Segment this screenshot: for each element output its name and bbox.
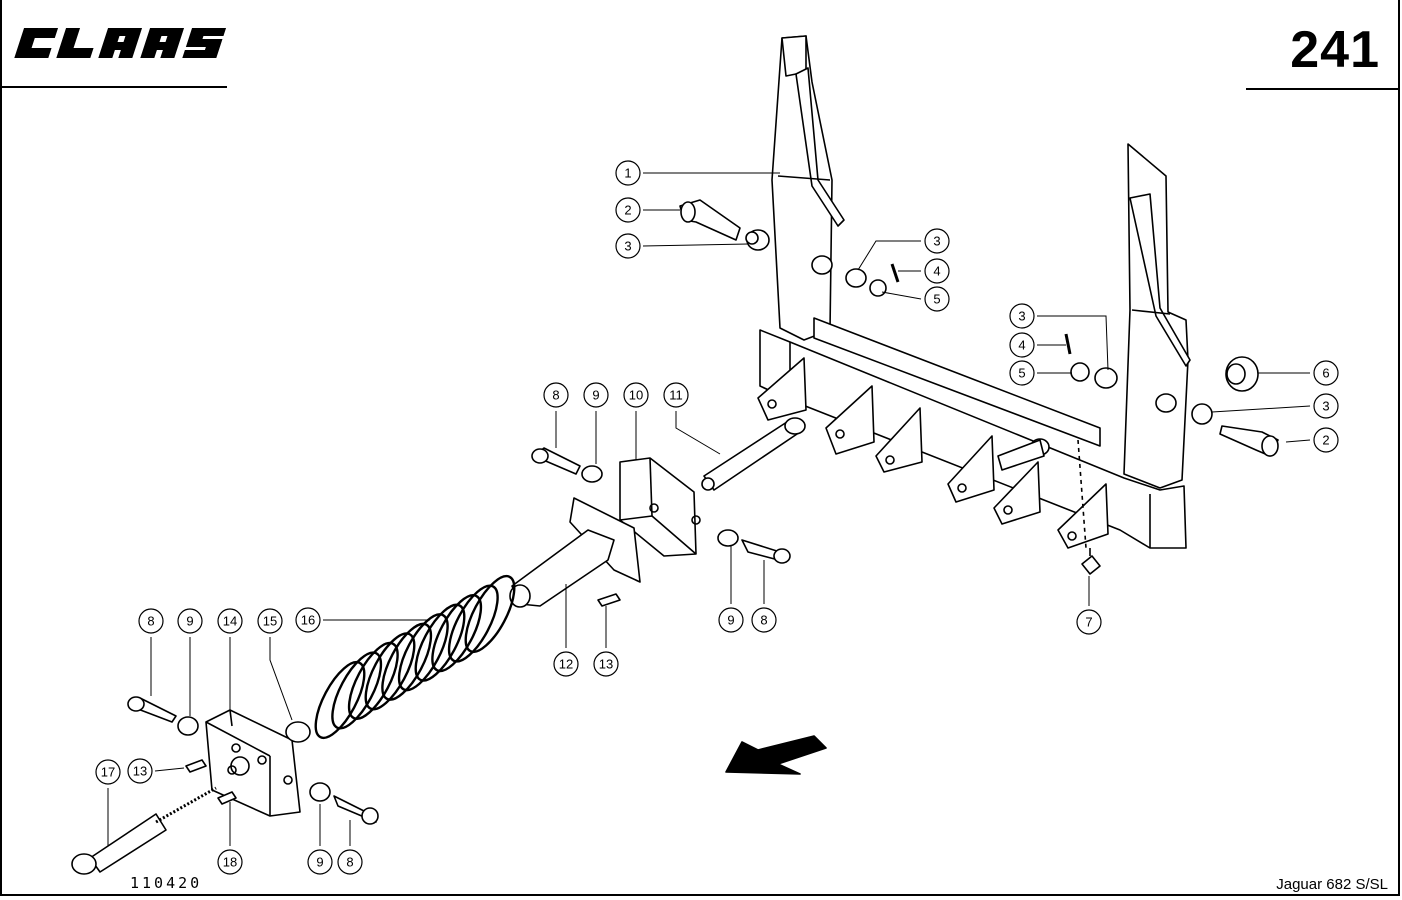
callout-7: 7 (1076, 609, 1102, 635)
callout-number: 3 (1018, 309, 1025, 324)
callout-number: 7 (1085, 615, 1092, 630)
callout-3: 3 (924, 228, 950, 254)
callout-number: 13 (133, 764, 147, 779)
callout-number: 8 (147, 614, 154, 629)
callout-1: 1 (615, 160, 641, 186)
callout-number: 2 (624, 203, 631, 218)
callout-14: 14 (217, 608, 243, 634)
callout-number: 3 (624, 239, 631, 254)
callout-number: 6 (1322, 366, 1329, 381)
travel-direction-arrow (725, 735, 827, 775)
callout-8: 8 (543, 382, 569, 408)
callout-15: 15 (257, 608, 283, 634)
callout-number: 12 (559, 657, 573, 672)
callout-5: 5 (1009, 360, 1035, 386)
callout-number: 15 (263, 614, 277, 629)
spring-coil (431, 594, 483, 673)
callout-3: 3 (1009, 303, 1035, 329)
right-pin-and-bush-drawing (1064, 333, 1279, 457)
spring-coil (397, 613, 449, 692)
callout-number: 16 (301, 613, 315, 628)
spring-guide-drawing (509, 497, 641, 608)
callout-3: 3 (1313, 393, 1339, 419)
drawing-number: 110420 (130, 874, 203, 892)
callout-number: 11 (669, 388, 683, 403)
callout-3: 3 (615, 233, 641, 259)
callout-number: 4 (1018, 338, 1025, 353)
spring-coil (464, 574, 516, 654)
spring-coil (347, 641, 399, 720)
callout-number: 9 (592, 388, 599, 403)
callout-number: 5 (1018, 366, 1025, 381)
spring-coil (414, 603, 466, 682)
callout-18: 18 (217, 849, 243, 875)
claas-logo (14, 28, 227, 58)
callout-number: 4 (933, 264, 940, 279)
lower-plate-drawing (71, 696, 379, 875)
callout-number: 9 (186, 614, 193, 629)
callout-9: 9 (177, 608, 203, 634)
callout-13: 13 (127, 758, 153, 784)
callout-2: 2 (1313, 427, 1339, 453)
callout-9: 9 (583, 382, 609, 408)
callout-8: 8 (138, 608, 164, 634)
callout-number: 3 (933, 234, 940, 249)
callout-number: 10 (629, 388, 643, 403)
callout-number: 8 (552, 388, 559, 403)
header-rule-right (1246, 88, 1398, 90)
callout-9: 9 (307, 849, 333, 875)
spring-coil (364, 632, 416, 711)
spring-coil (331, 651, 383, 730)
frame-assembly-drawing (757, 35, 1191, 575)
spring-coil (447, 584, 499, 663)
callout-number: 2 (1322, 433, 1329, 448)
callout-13: 13 (593, 651, 619, 677)
spring-coil (381, 622, 433, 701)
callout-17: 17 (95, 759, 121, 785)
compression-spring-drawing (314, 574, 516, 740)
callout-4: 4 (924, 258, 950, 284)
callout-4: 4 (1009, 332, 1035, 358)
tension-plate-drawing (531, 417, 806, 564)
callout-10: 10 (623, 382, 649, 408)
model-label: Jaguar 682 S/SL (1276, 876, 1388, 893)
callout-5: 5 (924, 286, 950, 312)
callout-number: 8 (346, 855, 353, 870)
callout-2: 2 (615, 197, 641, 223)
header-rule-left (2, 86, 227, 88)
page-number: 241 (1290, 21, 1380, 79)
callout-number: 9 (727, 613, 734, 628)
callout-11: 11 (663, 382, 689, 408)
callout-6: 6 (1313, 360, 1339, 386)
left-pin-and-bush-drawing (679, 199, 900, 297)
callout-number: 17 (101, 765, 115, 780)
callout-number: 3 (1322, 399, 1329, 414)
callout-16: 16 (295, 607, 321, 633)
callout-9: 9 (718, 607, 744, 633)
callout-number: 18 (223, 855, 237, 870)
callout-number: 14 (223, 614, 237, 629)
callout-leader-lines (107, 172, 1311, 846)
callout-number: 5 (933, 292, 940, 307)
callout-8: 8 (751, 607, 777, 633)
callout-number: 13 (599, 657, 613, 672)
callout-number: 1 (624, 166, 631, 181)
callout-8: 8 (337, 849, 363, 875)
callout-12: 12 (553, 651, 579, 677)
callout-number: 9 (316, 855, 323, 870)
spring-coil (314, 660, 366, 740)
callout-number: 8 (760, 613, 767, 628)
